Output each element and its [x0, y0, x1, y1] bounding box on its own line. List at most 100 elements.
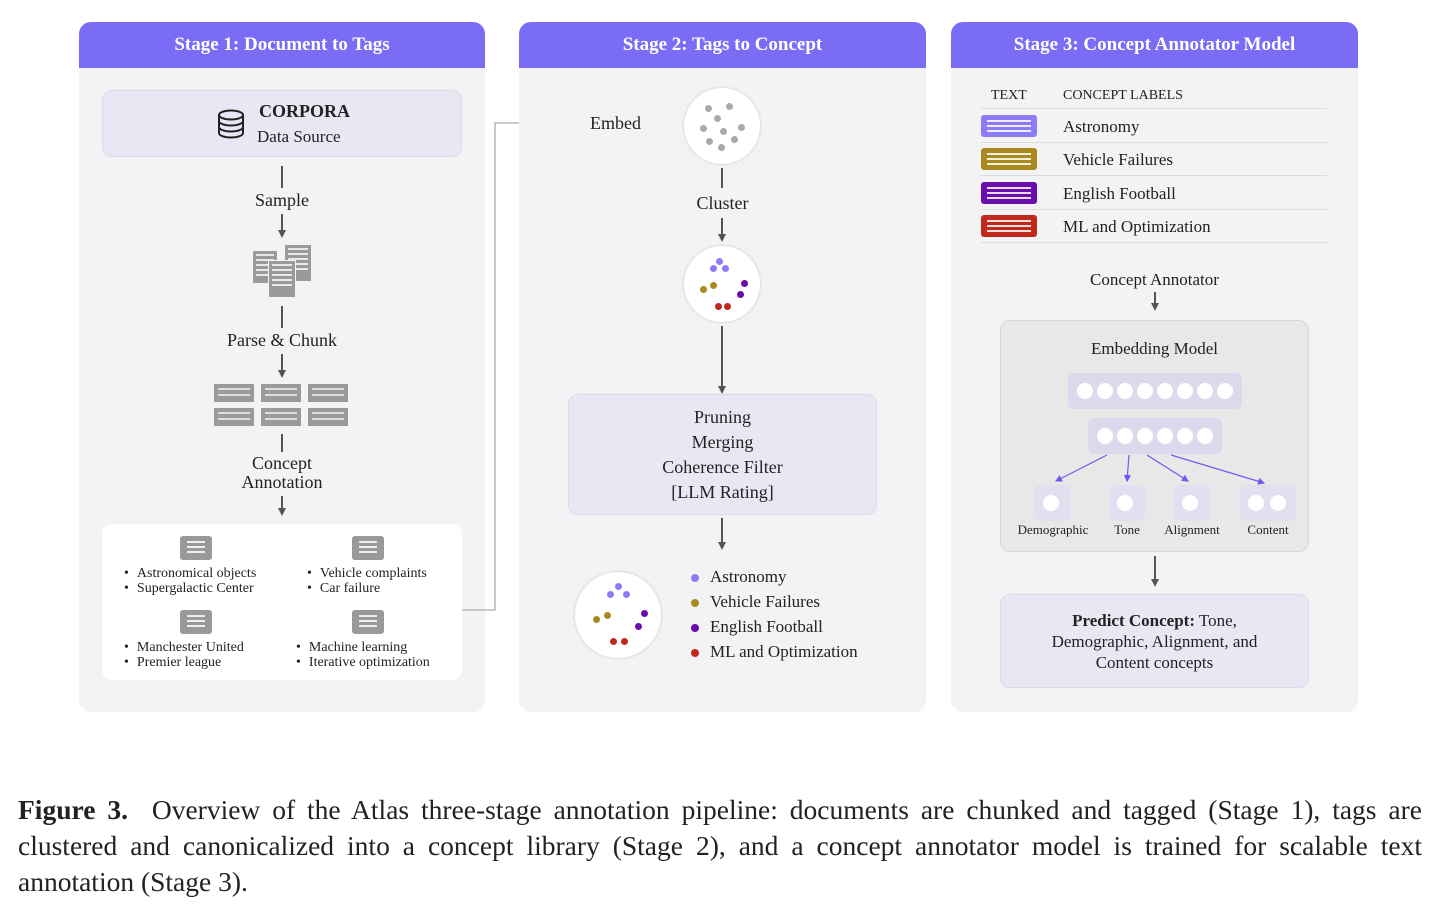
connector-line [281, 166, 283, 188]
text-swatch [981, 115, 1037, 137]
cluster-circle [684, 246, 760, 322]
document-icon [180, 536, 212, 560]
model-layer [1068, 373, 1242, 409]
head-connectors [1054, 454, 1266, 485]
legend-label: ML and Optimization [710, 642, 858, 661]
connector-line [281, 496, 283, 510]
chunk-icon [308, 384, 348, 402]
concept-label: English Football [1063, 184, 1176, 203]
tag-item: Vehicle complaints [307, 566, 427, 581]
arrow-down-icon [278, 230, 286, 238]
arrow-down-icon [1151, 303, 1159, 311]
database-icon [218, 109, 244, 139]
chunk-icon [214, 384, 254, 402]
caption-text: Overview of the Atlas three-stage annota… [18, 794, 1423, 897]
stage2-panel: Stage 2: Tags to Concept Embed Cluster P… [519, 22, 926, 712]
model-label: Embedding Model [1090, 339, 1218, 358]
tag-list: Manchester United Premier league [124, 640, 244, 670]
step-sample: Sample [255, 190, 309, 210]
connector-line [281, 354, 283, 372]
tag-item: Manchester United [124, 640, 244, 655]
connector-line [721, 168, 723, 188]
arrow-down-icon [718, 542, 726, 550]
tags-card: Astronomical objects Supergalactic Cente… [102, 524, 462, 680]
step-parse: Parse & Chunk [227, 330, 337, 350]
tag-item: Astronomical objects [124, 566, 256, 581]
corpora-subtitle: Data Source [257, 127, 341, 146]
chunk-icon [261, 408, 301, 426]
arrow-down-icon [1151, 579, 1159, 587]
concept-circle [575, 572, 661, 658]
predict-bold: Predict Concept: [1072, 611, 1195, 630]
connector-line [1154, 556, 1156, 580]
model-layer [1088, 418, 1222, 454]
text-swatch [981, 215, 1037, 237]
legend-dot [691, 649, 699, 657]
connector-line [281, 214, 283, 232]
predict-box: Predict Concept: Tone, Demographic, Alig… [1000, 594, 1309, 688]
predict-line-3: Content concepts [1095, 653, 1214, 672]
table-row: Vehicle Failures [981, 143, 1327, 176]
col-labels: CONCEPT LABELS [1063, 88, 1183, 103]
tag-item: Machine learning [296, 640, 430, 655]
legend-label: Astronomy [710, 567, 787, 586]
concept-label: Vehicle Failures [1063, 150, 1173, 169]
predict-line-2: Demographic, Alignment, and [1051, 632, 1258, 651]
caption-label: Figure 3. [18, 794, 128, 825]
corpora-title: CORPORA [259, 101, 350, 121]
head-tone [1109, 485, 1145, 521]
connector-line [281, 434, 283, 452]
concept-label: Astronomy [1063, 117, 1140, 136]
legend-label: Vehicle Failures [710, 592, 820, 611]
filter-box: Pruning Merging Coherence Filter [LLM Ra… [568, 394, 877, 515]
stage3-panel: Stage 3: Concept Annotator Model TEXT CO… [951, 22, 1358, 712]
table-row: Astronomy [981, 110, 1327, 143]
table-header: TEXT CONCEPT LABELS [981, 84, 1327, 109]
tag-list: Astronomical objects Supergalactic Cente… [124, 566, 256, 596]
stage1-title: Stage 1: Document to Tags [79, 22, 485, 68]
document-icon [352, 536, 384, 560]
corpora-box: CORPORA Data Source [102, 90, 462, 157]
arrow-down-icon [718, 386, 726, 394]
filter-line: Merging [691, 432, 754, 452]
figure-caption: Figure 3. Overview of the Atlas three-st… [18, 792, 1422, 900]
connector-line [721, 518, 723, 544]
col-text: TEXT [991, 88, 1027, 103]
embedding-model-box: Embedding Model Demographic Tone Alignme… [1000, 320, 1309, 552]
connector-line [281, 306, 283, 328]
document-icon [352, 610, 384, 634]
legend-dot [691, 599, 699, 607]
legend-label: English Football [710, 617, 823, 636]
connector-line [721, 218, 723, 236]
head-alignment [1174, 485, 1210, 521]
stage3-title: Stage 3: Concept Annotator Model [951, 22, 1358, 68]
step-concept-annotation-2: Annotation [241, 472, 323, 492]
legend-dot [691, 624, 699, 632]
head-demographic [1035, 485, 1071, 521]
document-icon [268, 260, 296, 298]
tag-list: Vehicle complaints Car failure [307, 566, 427, 596]
chunk-icon [214, 408, 254, 426]
tag-list: Machine learning Iterative optimization [296, 640, 430, 670]
arrow-down-icon [278, 508, 286, 516]
stage1-panel: Stage 1: Document to Tags CORPORA Data S… [79, 22, 485, 712]
head-content [1240, 485, 1296, 521]
tag-item: Iterative optimization [296, 655, 430, 670]
step-concept-annotation-1: Concept [252, 453, 312, 473]
chunk-icon [308, 408, 348, 426]
head-label: Alignment [1164, 522, 1220, 537]
legend-dot [691, 574, 699, 582]
table-row: ML and Optimization [981, 210, 1327, 243]
arrow-down-icon [278, 370, 286, 378]
filter-line: Pruning [693, 407, 751, 427]
stage2-title: Stage 2: Tags to Concept [519, 22, 926, 68]
arrow-down-icon [718, 234, 726, 242]
predict-rest: Tone, [1194, 611, 1237, 630]
concept-label: ML and Optimization [1063, 217, 1211, 236]
document-icon [180, 610, 212, 634]
tag-item: Car failure [307, 581, 427, 596]
tag-item: Supergalactic Center [124, 581, 256, 596]
connector-line [1154, 292, 1156, 304]
head-label: Content [1247, 522, 1289, 537]
text-swatch [981, 182, 1037, 204]
